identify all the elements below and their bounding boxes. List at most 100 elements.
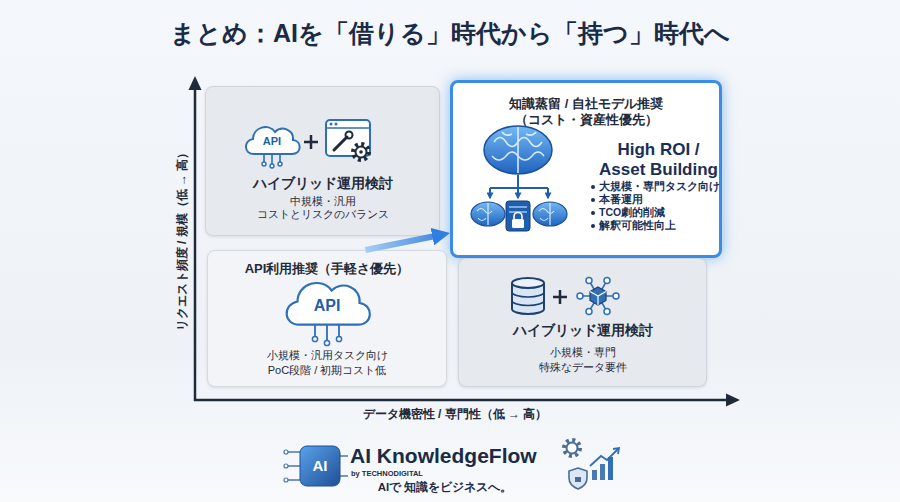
circuit-dot [278,162,282,166]
split-arrow [547,188,549,198]
bullet-item: 解釈可能性向上 [599,219,676,232]
tagline: AIで 知識をビジネスへ。 [345,480,545,495]
quadrant-box: ハイブリッド運用検討中規模・汎用コストとリスクのバランス [205,86,440,236]
gear-teeth [353,144,369,160]
student-brain [533,202,567,226]
logo-text: AI [300,456,340,476]
axis-label: リクエスト頻度 / 規模（低 → 高） [174,89,190,389]
trend-arrow [613,448,619,454]
split-line [490,175,548,188]
bullet-item: 本番運用 [599,193,643,206]
quadrant-box: ハイブリッド運用検討小規模・専門特殊なデータ要件 [458,258,707,387]
chart-bar [592,470,597,480]
split-arrow [489,188,491,198]
quadrant-note: 特殊なデータ要件 [459,360,706,374]
brain-fold [492,127,544,173]
quadrant-heading: 知識蒸留 / 自社モデル推奨 [453,95,719,112]
student-brain [471,202,505,226]
chart-bar [608,457,613,480]
database-icon [512,283,544,314]
diagram-title: まとめ：AIを「借りる」時代から「持つ」時代へ [0,17,900,49]
circuit-dot [262,162,266,166]
window-dot [330,123,333,126]
quadrant-heading: API利用推奨（手軽さ優先） [208,260,446,277]
network-node [586,277,592,283]
axis-label: データ機密性 / 専門性（低 → 高） [305,406,605,422]
footer-icons [564,440,619,489]
brain-fold [477,203,492,225]
network-node [577,293,583,299]
brand-subtitle: by TECHNODIGITAL [351,469,471,479]
lock-body [512,219,524,228]
quadrant-box: API利用推奨（手軽さ優先） 小規模・汎用タスク向けPoC段階 / 初期コスト低 [207,250,447,387]
logo-box [300,446,340,486]
split-arrow [517,188,519,198]
bullet-item: 大規模・専門タスク向け [599,180,720,193]
quadrant-note: PoC段階 / 初期コスト低 [208,363,446,377]
quadrant-note: コストとリスクのバランス [206,207,439,221]
database-band [512,292,544,306]
network-node [613,293,619,299]
gear-hub [359,150,363,154]
circuit-line [264,154,280,164]
recommended-box: 知識蒸留 / 自社モデル推奨（コスト・資産性優先） High ROI / Asse… [450,80,722,258]
lock-shackle [514,213,522,220]
cube-icon [590,287,606,305]
wrench-icon [346,132,353,139]
axis-arrow [726,394,740,407]
api-cloud-icon [287,283,370,346]
server-icon [506,201,530,231]
axis-arrow [189,76,202,90]
circuit-dot [312,336,317,341]
gear-teeth [564,440,580,456]
circuit-dot [284,450,288,454]
data-hybrid-icon [512,277,619,314]
shield-icon [569,468,587,489]
network-node [604,309,610,315]
gear-icon [356,147,367,158]
circuit-dot [284,478,288,482]
x-axis [194,399,728,402]
quadrant-note: 小規模・汎用タスク向け [208,348,446,362]
y-axis [194,88,197,401]
quadrant-note: 中規模・汎用 [206,194,439,208]
brand-name: AI KnowledgeFlow [350,442,570,469]
plus-sign [553,290,567,304]
circuit-dot [336,336,341,341]
wrench-icon [334,137,347,150]
chart-bar [600,464,605,480]
network-node [604,277,610,283]
distillation-illustration [471,126,567,231]
network-line [580,280,616,311]
window-icon [326,120,370,156]
database-top [512,278,544,288]
quadrant-note: 小規模・専門 [459,345,706,359]
cube-edge [590,292,606,306]
circuit-dot [284,464,288,468]
api-hybrid-icon [246,120,370,168]
gear-icon [567,443,578,454]
lock-body [575,477,581,482]
server-slot [509,207,527,212]
circuit-dot [324,340,329,345]
highlight-heading: High ROI / Asset Building [596,140,721,180]
axes [189,76,741,407]
quadrant-heading: （コスト・資産性優先） [453,111,719,128]
window-bar [326,127,370,129]
quadrant-heading: ハイブリッド運用検討 [206,174,439,192]
window-dot [335,123,338,126]
flow-arrow [365,234,444,250]
plus-sign [304,135,318,149]
quadrant-heading: ハイブリッド運用検討 [459,321,706,339]
trend-line [590,449,618,466]
brand-logo [284,446,348,486]
cloud-icon [287,283,370,325]
network-node [586,309,592,315]
bullet-item: TCO劇的削減 [599,206,665,219]
circuit-line [315,325,339,340]
circuit-line [288,452,348,480]
brain-fold [539,203,554,225]
cloud-icon [246,127,300,154]
